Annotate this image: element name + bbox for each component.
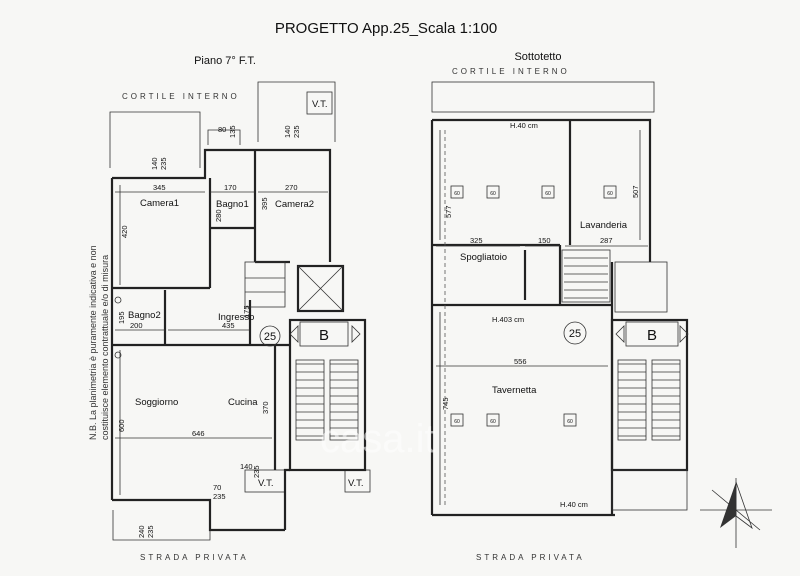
left-stair-marker: B [289,321,361,347]
left-column-symbol-2 [114,351,122,359]
room-soggiorno: Soggiorno [135,397,178,408]
left-bottom-label: STRADA PRIVATA [140,553,249,562]
dim-325: 325 [470,236,483,245]
dim-240: 240 [137,525,146,538]
room-camera1: Camera1 [140,198,179,209]
right-walls [430,81,668,517]
skylight-label: 60 [490,419,496,425]
dim-420: 420 [120,225,129,238]
skylight-icon [541,185,555,199]
right-top-label: CORTILE INTERNO [452,67,570,76]
skylight-label: 60 [567,419,573,425]
vt-top: V.T. [312,99,328,110]
room-cucina: Cucina [228,397,258,408]
dim-646: 646 [192,429,205,438]
dim-577: 577 [444,205,453,218]
skylight-icon [486,185,500,199]
left-dimension-lines [115,185,328,495]
right-unit-label: 25 [569,328,581,340]
north-arrow-icon [700,478,772,548]
dim-235e: 235 [146,525,155,538]
room-ingresso: Ingresso [218,312,254,323]
left-column-symbol-1 [114,296,122,304]
room-lavanderia: Lavanderia [580,220,628,231]
skylights: 60 60 60 60 60 60 60 [450,185,617,427]
dim-140c: 140 [240,462,253,471]
dim-h403: H.403 cm [492,315,524,324]
dim-235a: 235 [159,157,168,170]
right-plan-title: Sottotetto [514,51,561,63]
skylight-icon [603,185,617,199]
right-bottom-label: STRADA PRIVATA [476,553,585,562]
dim-140b: 140 [283,125,292,138]
skylight-label: 60 [607,191,613,197]
dim-235d: 235 [213,492,226,501]
dim-150: 150 [538,236,551,245]
room-camera2: Camera2 [275,199,314,210]
left-stairwell [288,318,367,472]
dim-556: 556 [514,357,527,366]
skylight-label: 60 [454,191,460,197]
left-note-line1: N.B. La planimetria è puramente indicati… [88,245,98,440]
left-unit-label: 25 [264,331,276,343]
page-title: PROGETTO App.25_Scala 1:100 [275,20,497,37]
dim-270: 270 [285,183,298,192]
dim-600: 600 [117,419,126,432]
right-dimension-lines [436,130,648,505]
right-stairwell [610,318,689,511]
right-stair-marker: B [615,321,689,347]
skylight-icon [486,413,500,427]
left-walls [110,148,332,532]
left-note-line2: costituisce elemento contrattuale e/o di… [100,255,110,440]
dim-395: 395 [260,197,269,210]
skylight-icon [450,413,464,427]
dim-h40b: H.40 cm [560,500,588,509]
dim-745: 745 [441,397,450,410]
dim-435: 435 [222,321,235,330]
right-unit-marker: 25 [563,321,587,345]
dim-235c: 235 [252,465,261,478]
dim-200: 200 [130,321,143,330]
left-top-label: CORTILE INTERNO [122,92,240,101]
skylight-label: 60 [545,191,551,197]
skylight-icon [563,413,577,427]
dim-235b: 235 [292,125,301,138]
dim-345: 345 [153,183,166,192]
left-stair-steps [296,363,358,437]
right-stair-steps [564,257,680,437]
dim-280: 280 [214,209,223,222]
right-stair-label: B [647,327,657,344]
dim-175: 175 [242,305,251,318]
room-bagno2: Bagno2 [128,310,161,321]
vt-bottom-1: V.T. [258,478,274,489]
dim-195: 195 [117,311,126,324]
skylight-icon [450,185,464,199]
skylight-label: 60 [454,419,460,425]
watermark: casa.it [320,417,436,461]
dim-170: 170 [224,183,237,192]
room-tavernetta: Tavernetta [492,385,537,396]
vt-bottom-2: V.T. [348,478,364,489]
left-plan-title: Piano 7° F.T. [194,55,256,67]
dim-70: 70 [213,483,221,492]
room-bagno1: Bagno1 [216,199,249,210]
left-stair-label: B [319,327,329,344]
dim-507: 507 [631,185,640,198]
dim-287: 287 [600,236,613,245]
room-spogliatoio: Spogliatoio [460,252,507,263]
dim-140a: 140 [150,157,159,170]
skylight-label: 60 [490,191,496,197]
dim-h40a: H.40 cm [510,121,538,130]
dim-370: 370 [261,401,270,414]
dim-80: 80 [218,125,226,134]
left-elevator-shaft [296,264,345,313]
dim-135: 135 [228,125,237,138]
left-unit-marker: 25 [259,325,281,347]
